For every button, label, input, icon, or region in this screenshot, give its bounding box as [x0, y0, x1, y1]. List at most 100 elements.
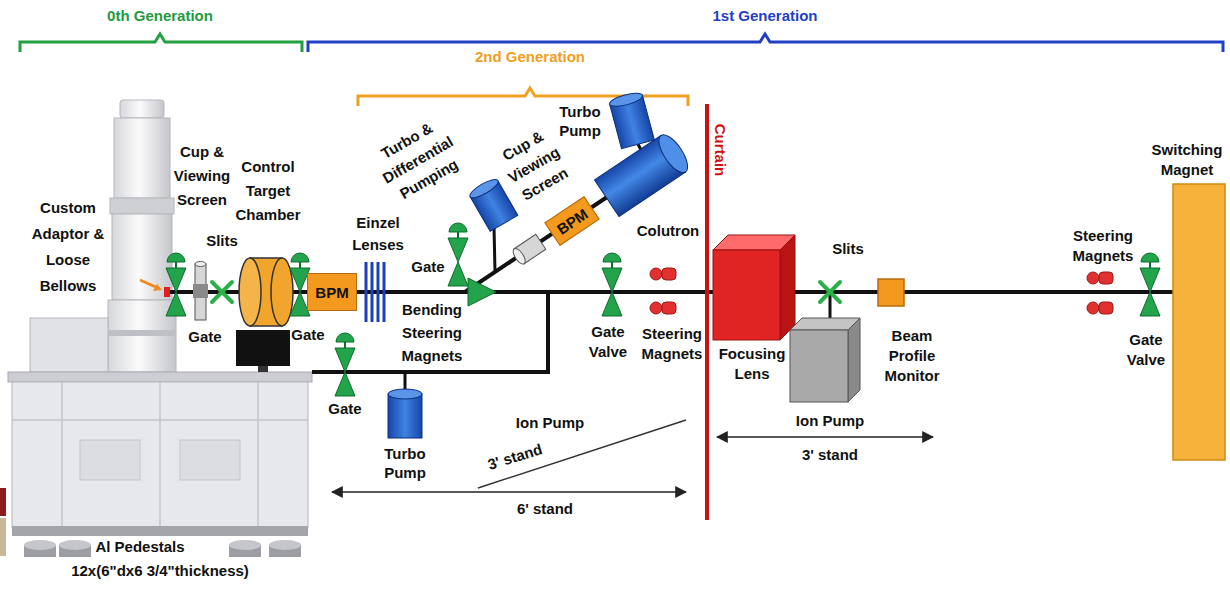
gate-valve-symbol	[602, 253, 622, 316]
bpm-box: BPM	[544, 196, 599, 246]
microscope-photo	[80, 440, 140, 480]
curtain-label: Curtain	[711, 124, 729, 177]
part-label: Turbo Pump	[554, 102, 606, 140]
dimension-label: Ion Pump	[796, 412, 864, 430]
microscope-photo	[120, 100, 164, 118]
turbo-pump	[608, 91, 643, 109]
steering-magnet-symbol	[1087, 302, 1113, 314]
steering-magnet-symbol	[650, 268, 676, 280]
einzel-lens	[366, 262, 384, 322]
microscope-photo	[8, 100, 312, 536]
part-label: Focusing Lens	[716, 344, 788, 384]
microscope-photo	[108, 330, 176, 336]
part-label: Einzel Lenses	[348, 212, 408, 256]
al-pedestal	[24, 540, 56, 550]
part-label: Gate Valve	[585, 322, 631, 362]
part-label: Al Pedestals	[95, 538, 184, 556]
einzel-lens	[366, 262, 384, 322]
steering-magnet-symbol	[650, 302, 676, 314]
part-label: Switching Magnet	[1149, 140, 1225, 180]
part-label: Gate	[188, 328, 221, 346]
part-label: Beam Profile Monitor	[878, 326, 946, 386]
cup-viewing-screen	[511, 247, 528, 266]
gate-valve-symbol	[166, 253, 186, 316]
microscope-photo	[30, 318, 108, 372]
generation-heading: 0th Generation	[107, 7, 213, 25]
microscope-photo	[114, 118, 170, 198]
steering-magnet-symbol	[1087, 272, 1113, 284]
turbo-pump	[388, 389, 422, 438]
dimension-arrow	[332, 491, 686, 493]
part-label: Gate	[328, 400, 361, 418]
ion-pump	[848, 318, 860, 402]
ion-pump	[790, 330, 848, 402]
edge-strip	[0, 518, 6, 556]
part-label: Gate Valve	[1123, 330, 1169, 370]
microscope-photo	[236, 330, 290, 366]
gate-valve-symbol	[335, 333, 355, 396]
dimension-label: Ion Pump	[516, 414, 584, 432]
adaptor-arrow	[153, 284, 162, 291]
colutron-source	[654, 130, 693, 177]
bending-magnet	[468, 278, 496, 306]
part-label: Steering Magnets	[1068, 226, 1138, 266]
generation-heading: 1st Generation	[712, 7, 817, 25]
al-pedestal	[269, 540, 301, 550]
microscope-photo	[8, 372, 312, 382]
edge-strip	[0, 488, 6, 556]
part-label: Gate	[411, 258, 444, 276]
focusing-lens	[713, 235, 795, 340]
dimension-label: 12x(6"dx6 3/4"thickness)	[71, 562, 249, 580]
bpm-box: BPM	[307, 273, 357, 311]
ion-pump	[790, 318, 860, 402]
microscope-photo	[110, 198, 174, 214]
edge-strip	[0, 488, 6, 516]
part-label: Colutron	[637, 222, 699, 240]
turbo-pump	[388, 394, 422, 438]
adaptor-arrow	[140, 280, 158, 288]
al-pedestal	[59, 540, 91, 550]
bellows-mark	[164, 287, 170, 297]
part-label: Control Target Chamber	[232, 155, 304, 227]
microscope-photo	[12, 526, 308, 536]
cup-viewing-screen	[193, 262, 208, 321]
microscope-photo	[108, 300, 176, 372]
part-label: Bending Steering Magnets	[392, 298, 472, 367]
gate-valve-symbol	[1140, 253, 1160, 316]
microscope-photo	[12, 382, 308, 528]
part-label: Gate	[291, 326, 324, 344]
part-label: Cup & Viewing Screen	[167, 140, 237, 212]
curtain-line	[705, 104, 709, 520]
target-chamber	[239, 258, 293, 326]
generation-bracket	[20, 34, 302, 52]
turbo-pump	[388, 389, 422, 399]
microscope-photo	[258, 366, 268, 372]
dimension-label: 3' stand	[802, 446, 858, 464]
gate-valve-symbol	[448, 223, 468, 286]
microscope-photo	[112, 214, 172, 300]
focusing-lens	[713, 250, 780, 340]
dimension-label: 6' stand	[517, 500, 573, 518]
box-label: BPM	[315, 284, 348, 301]
part-label: Custom Adaptor & Loose Bellows	[22, 195, 114, 299]
cup-viewing-screen	[511, 234, 546, 266]
generation-heading: 2nd Generation	[475, 48, 585, 66]
part-label: Slits	[206, 232, 238, 250]
microscope-photo	[12, 382, 308, 528]
generation-bracket	[308, 34, 1223, 52]
dimension-arrow	[717, 436, 933, 438]
switching-magnet	[1173, 184, 1225, 460]
part-label: Slits	[832, 240, 864, 258]
colutron-source	[595, 130, 693, 216]
microscope-photo	[180, 440, 240, 480]
al-pedestal	[229, 540, 261, 550]
part-label: Turbo Pump	[379, 444, 431, 482]
beam-profile-monitor	[878, 279, 904, 306]
slits-symbol	[820, 282, 840, 302]
focusing-lens	[780, 235, 795, 340]
part-label: Turbo & Differential Pumping	[363, 109, 474, 211]
slits-symbol	[212, 282, 232, 302]
